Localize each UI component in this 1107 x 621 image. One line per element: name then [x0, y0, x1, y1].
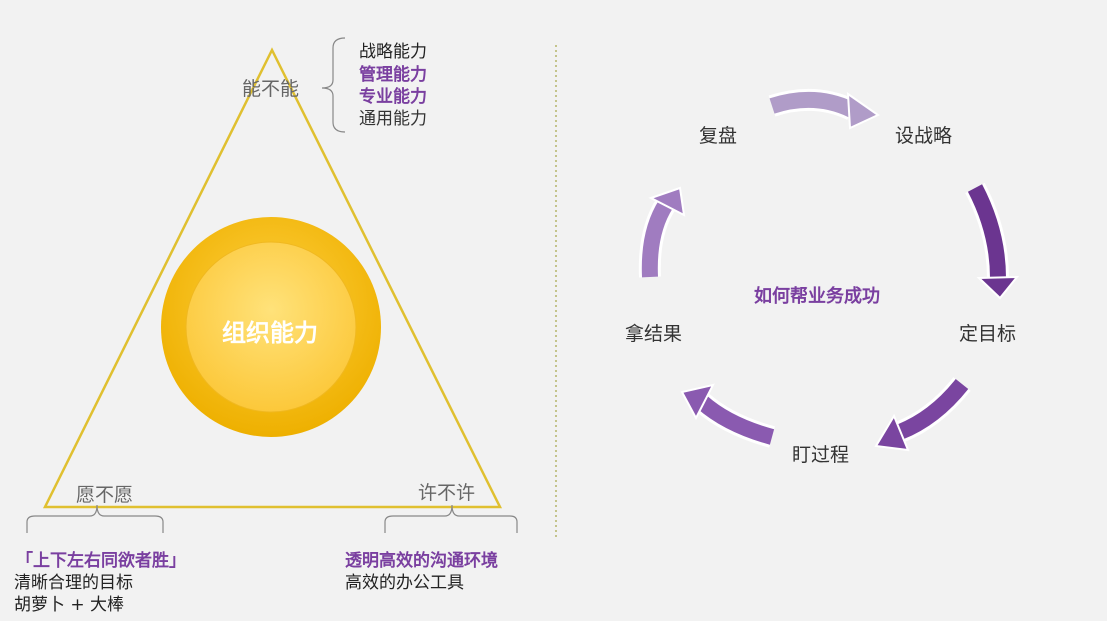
- left-brace: [26, 504, 164, 533]
- step-goal: 定目标: [959, 323, 1017, 345]
- arrow-strategy-to-goal: [965, 182, 1020, 300]
- top-label: 能不能: [242, 78, 300, 100]
- step-strategy: 设战略: [895, 125, 953, 147]
- top-brace: [321, 37, 346, 133]
- step-process: 盯过程: [792, 444, 850, 466]
- arrow-result-to-review: [638, 186, 686, 278]
- arrow-process-to-result: [680, 383, 776, 448]
- left-label: 愿不愿: [76, 484, 134, 506]
- right-item: 高效的办公工具: [345, 573, 464, 593]
- arrow-review-to-strategy: [768, 88, 880, 130]
- top-item: 战略能力: [359, 42, 427, 62]
- left-item: 「上下左右同欲者胜」: [16, 551, 186, 571]
- right-label: 许不许: [418, 482, 476, 504]
- left-item: 胡萝卜 + 大棒: [14, 595, 125, 615]
- left-item: 清晰合理的目标: [14, 573, 133, 593]
- top-item: 通用能力: [359, 109, 427, 129]
- top-item: 专业能力: [359, 87, 427, 107]
- center-label: 组织能力: [222, 319, 318, 347]
- right-item: 透明高效的沟通环境: [345, 551, 498, 571]
- right-brace: [384, 504, 518, 533]
- step-review: 复盘: [699, 125, 738, 147]
- triangle: [42, 47, 503, 509]
- step-result: 拿结果: [625, 323, 683, 345]
- top-item: 管理能力: [359, 65, 427, 85]
- inner-circle: [185, 241, 357, 413]
- arrow-goal-to-process: [874, 377, 971, 452]
- cycle-center-label: 如何帮业务成功: [754, 286, 880, 307]
